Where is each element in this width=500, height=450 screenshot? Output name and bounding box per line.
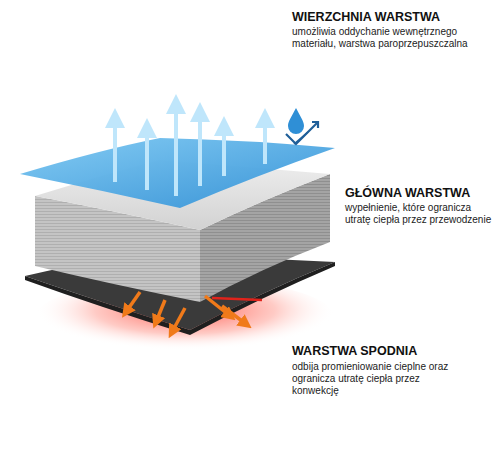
layer-heading: WARSTWA SPODNIA: [292, 344, 492, 359]
convection-line: [212, 298, 262, 300]
layer-heading: WIERZCHNIA WARSTWA: [292, 10, 492, 25]
water-repel-icon: [286, 108, 318, 144]
layer-description: odbija promieniowanie cieplne oraz ogran…: [292, 361, 452, 397]
layer-heading: GŁÓWNA WARSTWA: [345, 186, 495, 201]
vapour-arrows: [115, 104, 265, 196]
layer-description: umożliwia oddychanie wewnętrznego materi…: [292, 26, 482, 50]
layer-description: wypełnienie, które ogranicza utratę ciep…: [345, 202, 495, 226]
